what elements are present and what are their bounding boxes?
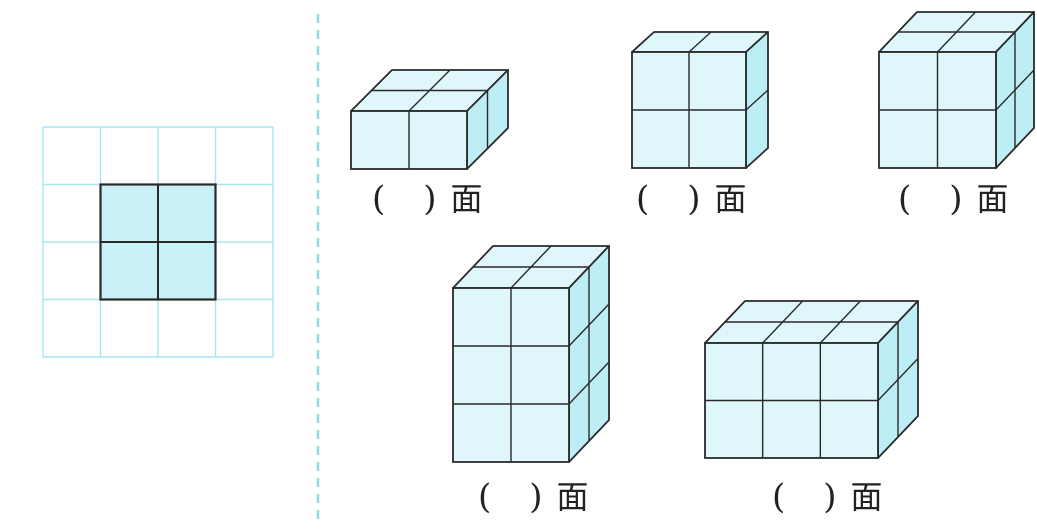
side-grid-line — [568, 303, 610, 347]
close-paren: ) — [687, 179, 701, 219]
side-grid-line — [995, 69, 1035, 111]
unit-text: 面 — [976, 180, 1009, 218]
answer-blank-1: () 面 — [372, 182, 483, 216]
close-paren: ) — [529, 477, 543, 517]
reference-grid — [42, 126, 274, 358]
answer-blank-5: () 面 — [772, 480, 883, 514]
open-paren: ( — [636, 179, 650, 219]
answer-blank-3: () 面 — [898, 182, 1009, 216]
unit-text: 面 — [850, 478, 883, 516]
close-paren: ) — [823, 477, 837, 517]
side-grid-line — [745, 89, 769, 111]
answer-blank-4: () 面 — [478, 480, 589, 514]
close-paren: ) — [423, 179, 437, 219]
cuboid-1 — [350, 69, 509, 170]
open-paren: ( — [372, 179, 386, 219]
open-paren: ( — [772, 477, 786, 517]
answer-blank-2: () 面 — [636, 182, 747, 216]
cuboid-5 — [704, 300, 919, 459]
open-paren: ( — [898, 179, 912, 219]
unit-text: 面 — [556, 478, 589, 516]
cuboid-3 — [878, 11, 1035, 169]
cuboid-4 — [452, 245, 610, 463]
cuboid-2 — [631, 31, 769, 169]
side-grid-line — [877, 358, 919, 401]
close-paren: ) — [949, 179, 963, 219]
unit-text: 面 — [450, 180, 483, 218]
side-grid-line — [568, 361, 610, 405]
unit-text: 面 — [714, 180, 747, 218]
open-paren: ( — [478, 477, 492, 517]
top-grid-line — [688, 31, 712, 53]
